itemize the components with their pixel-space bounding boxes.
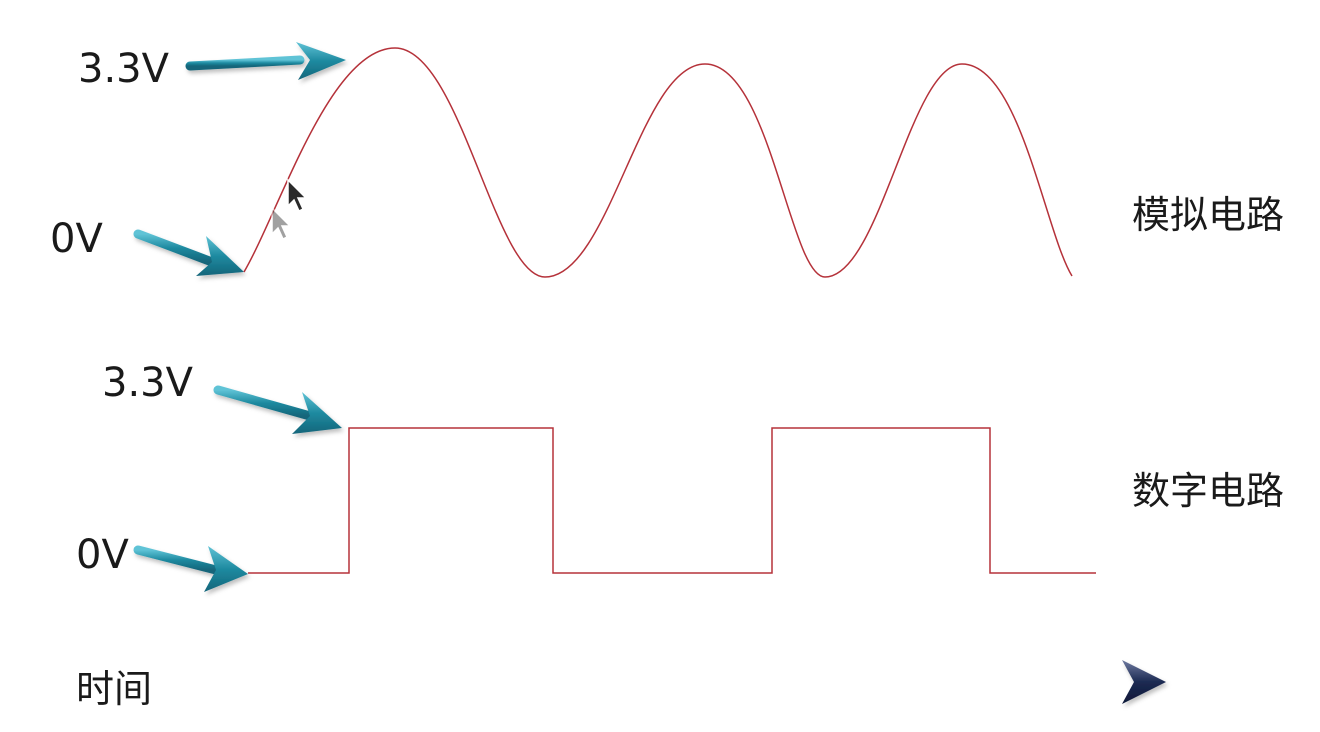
digital-low-arrow-icon: [133, 545, 248, 592]
digital-circuit-label: 数字电路: [1132, 469, 1284, 513]
analog-low-voltage-label: 0V: [50, 216, 103, 262]
digital-high-voltage-label: 3.3V: [102, 360, 194, 406]
digital-signal-wave: [248, 427, 1096, 574]
digital-high-arrow-icon: [213, 385, 342, 434]
time-axis-arrow-icon: [187, 660, 1166, 704]
time-axis-label: 时间: [76, 667, 152, 711]
analog-high-arrow-icon: [185, 42, 346, 80]
digital-low-voltage-label: 0V: [76, 532, 129, 578]
mouse-cursor-ghost-icon: [271, 206, 292, 241]
analog-circuit-label: 模拟电路: [1132, 193, 1284, 237]
analog-signal-wave: [243, 47, 1073, 278]
analog-high-voltage-label: 3.3V: [78, 46, 170, 92]
analog-low-arrow-icon: [133, 229, 244, 276]
mouse-cursor-icon: [287, 178, 308, 213]
